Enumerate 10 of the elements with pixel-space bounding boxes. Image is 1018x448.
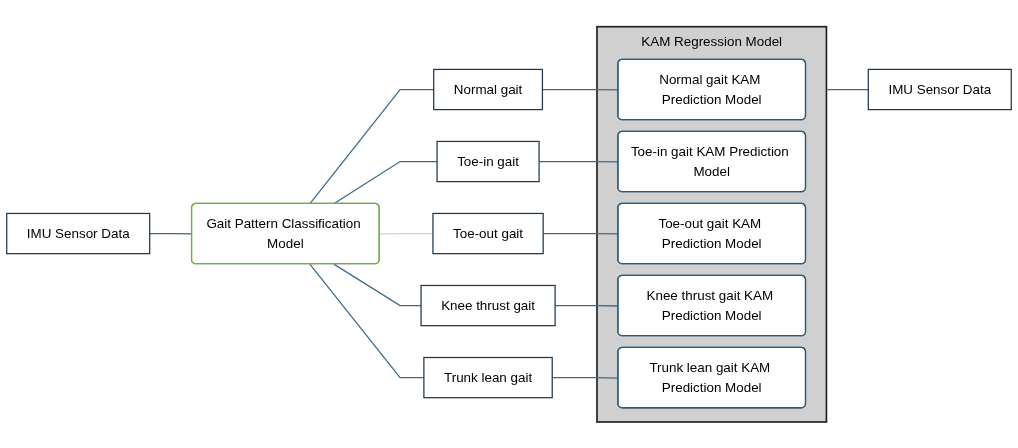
node-box: Trunk lean gait [423, 356, 553, 398]
connector [333, 263, 422, 306]
node-box: Knee thrust gait [420, 284, 556, 326]
node-box: Normal gait [433, 68, 544, 110]
node-box: Toe-in gait [436, 140, 540, 182]
node-box: IMU Sensor Data [6, 212, 151, 254]
node-box: Toe-out gait [432, 212, 544, 254]
node-box: IMU Sensor Data [867, 68, 1012, 110]
connector [825, 88, 869, 90]
connector [333, 160, 438, 205]
